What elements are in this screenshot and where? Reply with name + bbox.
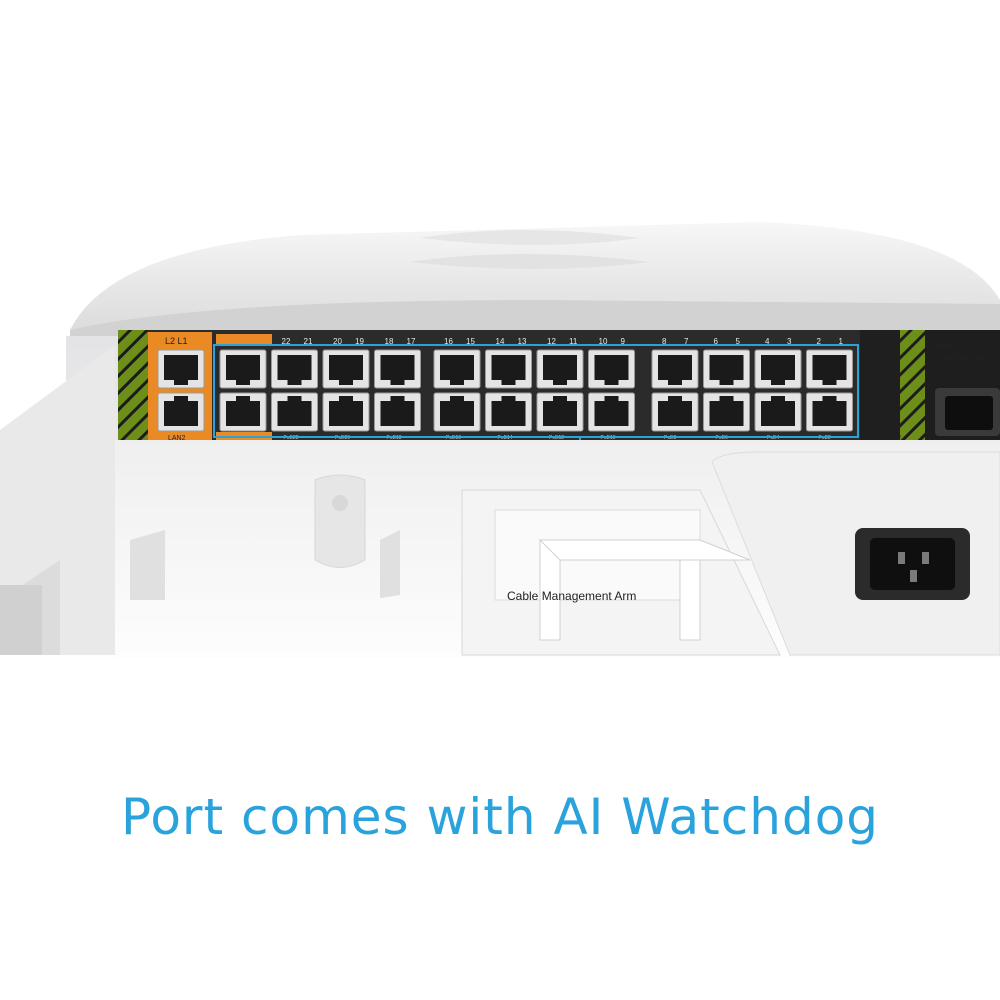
ethernet-port-bottom-4-socket [440, 401, 474, 426]
status-out: OUT 5V [866, 356, 888, 362]
ethernet-port-bottom-5-latch [501, 396, 516, 401]
ethernet-port-top-10-latch [771, 380, 785, 385]
port-number-15: 15 [466, 337, 475, 346]
port-number-1: 1 [839, 337, 844, 346]
port-number-3: 3 [787, 337, 792, 346]
port-number-20: 20 [333, 337, 342, 346]
ethernet-port-top-7-latch [604, 380, 619, 385]
port-number-14: 14 [496, 337, 505, 346]
ethernet-port-top-7-socket [594, 355, 629, 380]
ethernet-port-bottom-0-socket [226, 401, 260, 426]
ethernet-port-bottom-11-latch [822, 396, 837, 401]
ethernet-port-top-11-latch [822, 380, 837, 385]
ethernet-port-bottom-3-latch [390, 396, 405, 401]
port-number-10: 10 [599, 337, 608, 346]
ethernet-port-bottom-10-latch [771, 396, 785, 401]
tray-label: Cable Management Arm [507, 589, 636, 603]
port-number-9: 9 [621, 337, 626, 346]
uplink-port-lan2-latch [174, 396, 188, 401]
port-number-12: 12 [547, 337, 556, 346]
watchdog-line2: AI PoE Watchdog [930, 355, 985, 362]
ethernet-port-bottom-9-latch [719, 396, 734, 401]
port-number-8: 8 [662, 337, 667, 346]
ethernet-port-top-6-socket [543, 355, 577, 380]
ethernet-port-top-0-latch [236, 380, 250, 385]
ethernet-port-top-6-latch [553, 380, 567, 385]
ethernet-port-top-3-socket [380, 355, 415, 380]
uplink-port-l1-latch [174, 380, 188, 385]
ethernet-port-bottom-9-socket [709, 401, 744, 426]
port-number-17: 17 [407, 337, 416, 346]
ethernet-port-top-11-socket [812, 355, 847, 380]
ethernet-port-top-0-socket [226, 355, 260, 380]
status-dc: DC [876, 384, 885, 390]
ethernet-port-bottom-5-socket [491, 401, 526, 426]
ethernet-port-top-2-latch [339, 380, 353, 385]
ethernet-port-bottom-8-socket [658, 401, 692, 426]
ethernet-port-bottom-8-latch [668, 396, 682, 401]
uplink-label-bottom: LAN2 [168, 435, 186, 442]
ethernet-port-top-1-socket [277, 355, 312, 380]
ethernet-port-top-8-socket [658, 355, 692, 380]
ethernet-port-top-8-latch [668, 380, 682, 385]
ethernet-port-top-5-latch [501, 380, 516, 385]
uplink-label-top: L2 L1 [165, 336, 188, 346]
ethernet-port-bottom-6-latch [553, 396, 567, 401]
ethernet-port-bottom-2-latch [339, 396, 353, 401]
port-number-7: 7 [684, 337, 689, 346]
port-grid: 2423PoE242221PoE222019PoE201817PoE181615… [157, 337, 853, 441]
status-speed: 10/100/1000M [864, 424, 896, 430]
status-pwr: PWR [872, 338, 887, 344]
port-number-18: 18 [385, 337, 394, 346]
ethernet-port-bottom-1-socket [277, 401, 312, 426]
port-number-19: 19 [355, 337, 364, 346]
ethernet-port-top-9-latch [719, 380, 734, 385]
ethernet-port-bottom-7-socket [594, 401, 629, 426]
status-switch: PoE Switch [870, 434, 901, 440]
ethernet-port-top-5-socket [491, 355, 526, 380]
ethernet-port-top-2-socket [329, 355, 363, 380]
port-number-4: 4 [765, 337, 770, 346]
caption: Port comes with AI Watchdog [120, 788, 880, 846]
ethernet-port-top-3-latch [390, 380, 405, 385]
ethernet-port-bottom-4-latch [450, 396, 464, 401]
ethernet-port-top-4-socket [440, 355, 474, 380]
uplink-port-l1-socket [164, 355, 198, 380]
port-number-2: 2 [817, 337, 822, 346]
ethernet-port-bottom-1-latch [287, 396, 302, 401]
ethernet-port-bottom-6-socket [543, 401, 577, 426]
ethernet-port-bottom-11-socket [812, 401, 847, 426]
port-number-5: 5 [736, 337, 741, 346]
uplink-port-lan2-socket [164, 401, 198, 426]
ethernet-port-bottom-3-socket [380, 401, 415, 426]
ethernet-port-bottom-7-latch [604, 396, 619, 401]
ethernet-port-bottom-10-socket [761, 401, 795, 426]
port-number-13: 13 [518, 337, 527, 346]
port-number-16: 16 [444, 337, 453, 346]
ethernet-port-top-4-latch [450, 380, 464, 385]
ethernet-port-bottom-0-latch [236, 396, 250, 401]
port-number-21: 21 [304, 337, 313, 346]
ethernet-port-top-1-latch [287, 380, 302, 385]
port-number-11: 11 [569, 337, 578, 346]
ethernet-port-top-10-socket [761, 355, 795, 380]
ethernet-port-bottom-2-socket [329, 401, 363, 426]
port-number-6: 6 [714, 337, 719, 346]
highlight-box [213, 344, 859, 438]
port-number-22: 22 [282, 337, 291, 346]
ethernet-port-top-9-socket [709, 355, 744, 380]
watchdog-line1: af/at/bt [932, 343, 953, 350]
